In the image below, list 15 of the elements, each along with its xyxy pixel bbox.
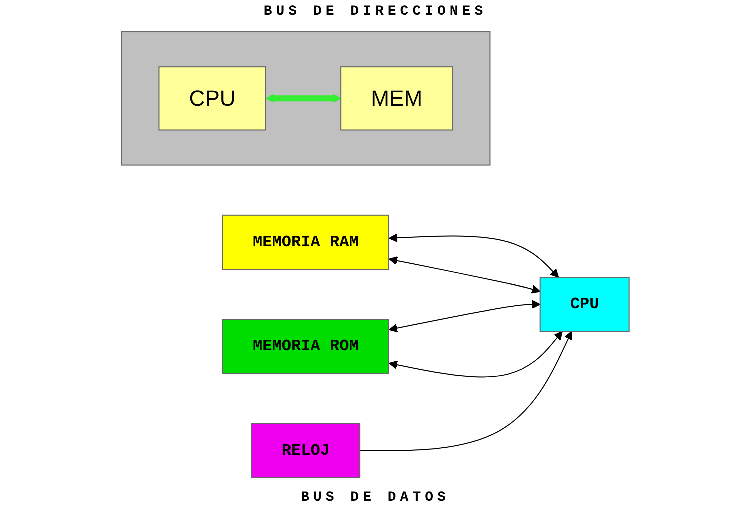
- arrow: [266, 94, 342, 104]
- node-box: MEM: [340, 66, 454, 131]
- cluster: [121, 32, 491, 166]
- node-box: CPU: [540, 277, 630, 332]
- node-box: MEMORIA ROM: [222, 319, 390, 374]
- bus-label: BUS DE DIRECCIONES: [264, 4, 488, 20]
- node-box: CPU: [158, 66, 266, 131]
- arrow: [360, 331, 573, 452]
- node-box: MEMORIA RAM: [222, 214, 390, 270]
- bus-label: BUS DE DATOS: [301, 490, 450, 506]
- node-box: RELOJ: [251, 423, 361, 478]
- arrow: [388, 331, 563, 378]
- arrow: [388, 256, 541, 294]
- arrow: [388, 234, 560, 278]
- arrow: [388, 300, 541, 333]
